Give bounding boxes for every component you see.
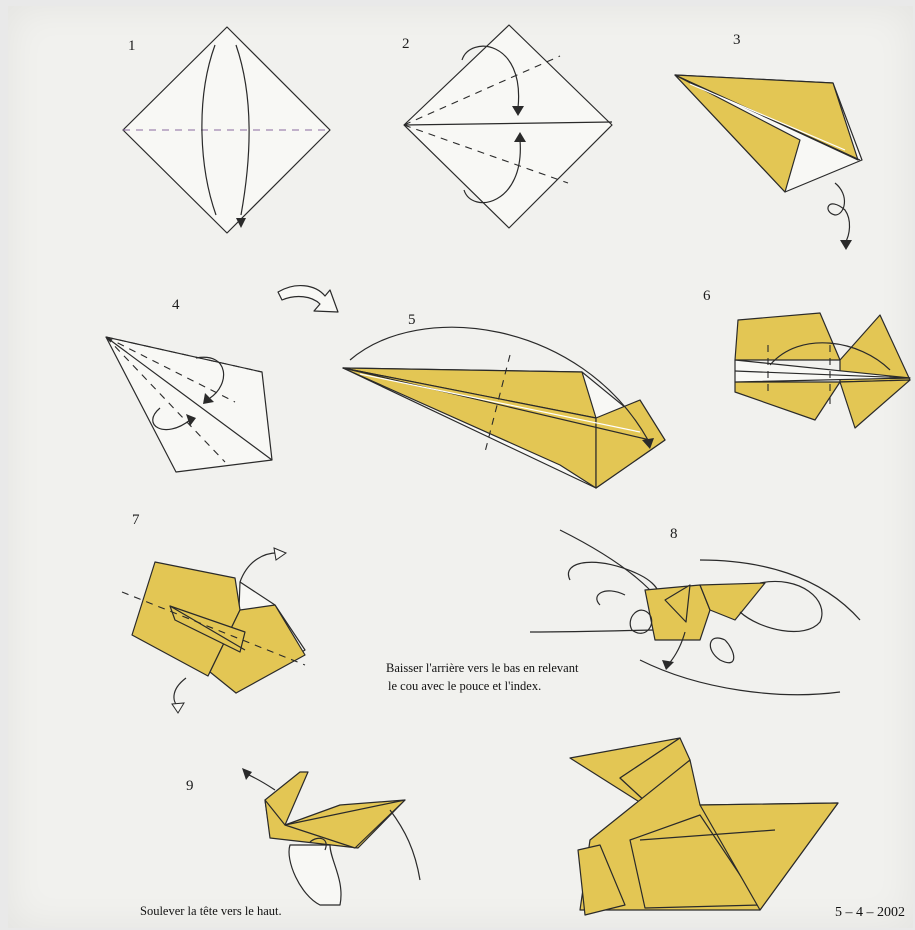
step9-caption: Soulever la tête vers le haut. bbox=[140, 904, 282, 919]
step-number-3: 3 bbox=[733, 32, 741, 49]
step-number-2: 2 bbox=[402, 36, 410, 53]
step8-caption-line1: Baisser l'arrière vers le bas en relevan… bbox=[386, 661, 578, 676]
step-number-9: 9 bbox=[186, 778, 194, 795]
step7-diagram bbox=[122, 548, 305, 713]
step-number-1: 1 bbox=[128, 38, 136, 55]
step9-diagram bbox=[242, 768, 420, 905]
step-number-8: 8 bbox=[670, 526, 678, 543]
step3-diagram bbox=[675, 75, 862, 250]
step-number-7: 7 bbox=[132, 512, 140, 529]
step-number-6: 6 bbox=[703, 288, 711, 305]
date-label: 5 – 4 – 2002 bbox=[835, 905, 905, 921]
final-swan-diagram bbox=[570, 738, 838, 915]
step6-diagram bbox=[735, 313, 910, 428]
step-number-5: 5 bbox=[408, 312, 416, 329]
step5-diagram bbox=[343, 327, 665, 488]
step1-diagram bbox=[123, 27, 330, 233]
step8-caption-line2: le cou avec le pouce et l'index. bbox=[388, 679, 541, 694]
transition-arrow bbox=[278, 286, 338, 312]
step8-diagram bbox=[530, 530, 860, 695]
step2-diagram bbox=[404, 25, 612, 228]
step4-diagram bbox=[106, 337, 272, 472]
step-number-4: 4 bbox=[172, 297, 180, 314]
